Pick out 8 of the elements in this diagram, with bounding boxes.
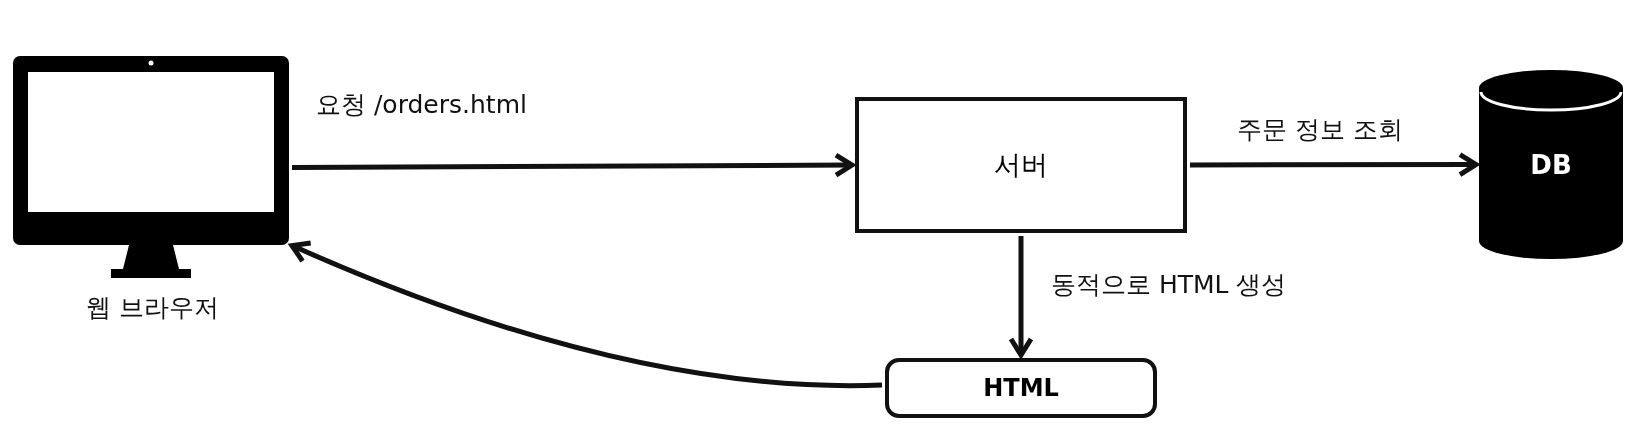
arrow [289,240,883,388]
rounded-box: HTML [885,358,1157,418]
arrow [1190,152,1479,178]
arrow [1008,236,1034,358]
node-label: DB [1529,148,1573,182]
process-box: 서버 [855,97,1187,233]
arrow [292,152,855,178]
monitor-icon [13,56,289,279]
